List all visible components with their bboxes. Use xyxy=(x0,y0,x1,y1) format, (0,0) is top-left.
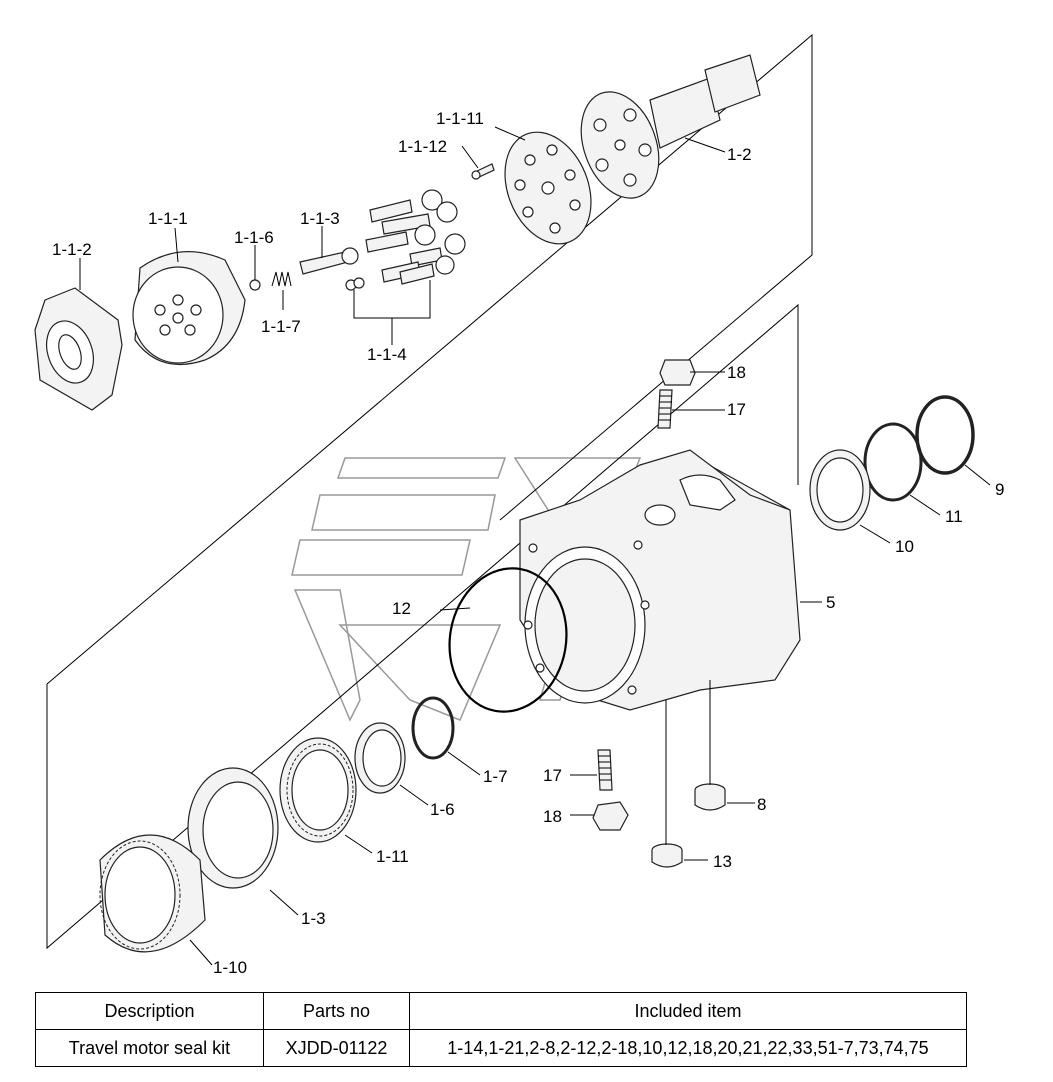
exploded-parts-diagram: 1-1-2 1-1-1 1-1-6 1-1-3 1-1-7 1-1-4 1-1-… xyxy=(34,33,1004,977)
label-1-3: 1-3 xyxy=(301,909,326,928)
label-1-11: 1-11 xyxy=(376,847,409,866)
label-10: 10 xyxy=(895,537,914,556)
cell-description: Travel motor seal kit xyxy=(35,1029,264,1067)
part-1-1-2-valve-plate xyxy=(34,287,123,411)
part-1-2-drive-shaft xyxy=(580,54,761,199)
cell-included-item: 1-14,1-21,2-8,2-12,2-18,10,12,18,20,21,2… xyxy=(409,1029,967,1067)
header-description: Description xyxy=(35,992,264,1030)
label-18-top: 18 xyxy=(727,363,746,382)
label-1-1-2: 1-1-2 xyxy=(52,240,92,259)
part-10-seal xyxy=(809,449,871,531)
label-18-bottom: 18 xyxy=(543,807,562,826)
label-1-1-3: 1-1-3 xyxy=(300,209,340,228)
label-17-top: 17 xyxy=(727,400,746,419)
label-1-1-1: 1-1-1 xyxy=(148,209,188,228)
label-1-10: 1-10 xyxy=(213,958,247,977)
table-row: Travel motor seal kit XJDD-01122 1-14,1-… xyxy=(35,1029,967,1067)
part-1-1-12-screw xyxy=(471,163,495,180)
label-1-6: 1-6 xyxy=(430,800,455,819)
part-8-plug xyxy=(694,783,726,811)
part-1-10-taper-bearing xyxy=(99,834,206,953)
part-1-1-7-spring xyxy=(271,271,292,287)
part-13-plug xyxy=(651,843,683,868)
part-18-plug-bottom xyxy=(592,801,629,831)
part-1-7-snap-ring xyxy=(411,696,455,760)
assembly-outline xyxy=(46,33,813,950)
part-17-bolt-bottom xyxy=(597,749,613,791)
label-11: 11 xyxy=(945,507,963,526)
part-18-plug-top xyxy=(659,359,696,386)
label-1-1-12: 1-1-12 xyxy=(398,137,447,156)
leader-lines xyxy=(79,126,991,966)
label-1-7: 1-7 xyxy=(483,767,508,786)
part-12-o-ring xyxy=(448,567,568,713)
part-1-11-bearing xyxy=(279,737,357,843)
part-11-ring xyxy=(863,422,923,502)
label-17-bottom: 17 xyxy=(543,766,562,785)
part-1-1-11-retainer-plate xyxy=(504,131,592,245)
part-1-1-4-pistons xyxy=(345,189,466,345)
seal-kit-table: Description Parts no Included item Trave… xyxy=(35,992,967,1067)
part-9-snap-ring xyxy=(915,395,975,475)
label-1-1-6: 1-1-6 xyxy=(234,228,274,247)
label-8: 8 xyxy=(757,795,766,814)
label-1-1-7: 1-1-7 xyxy=(261,317,301,336)
table-header-row: Description Parts no Included item xyxy=(35,992,967,1030)
label-13: 13 xyxy=(713,852,732,871)
part-1-6-ring xyxy=(354,722,406,794)
header-included-item: Included item xyxy=(409,992,967,1030)
label-1-1-4: 1-1-4 xyxy=(367,345,407,364)
label-9: 9 xyxy=(995,480,1004,499)
part-5-housing xyxy=(519,449,801,711)
part-1-3-seal-ring xyxy=(187,767,279,889)
part-17-bolt-top xyxy=(657,389,673,429)
part-1-1-3-rod xyxy=(299,247,359,275)
part-1-1-6-washer xyxy=(249,279,261,291)
part-1-1-1-cylinder-block xyxy=(132,251,246,366)
label-12: 12 xyxy=(392,599,411,618)
cell-parts-no: XJDD-01122 xyxy=(263,1029,410,1067)
label-1-1-11: 1-1-11 xyxy=(436,109,484,128)
header-parts-no: Parts no xyxy=(263,992,410,1030)
label-1-2: 1-2 xyxy=(727,145,752,164)
label-5: 5 xyxy=(826,593,835,612)
